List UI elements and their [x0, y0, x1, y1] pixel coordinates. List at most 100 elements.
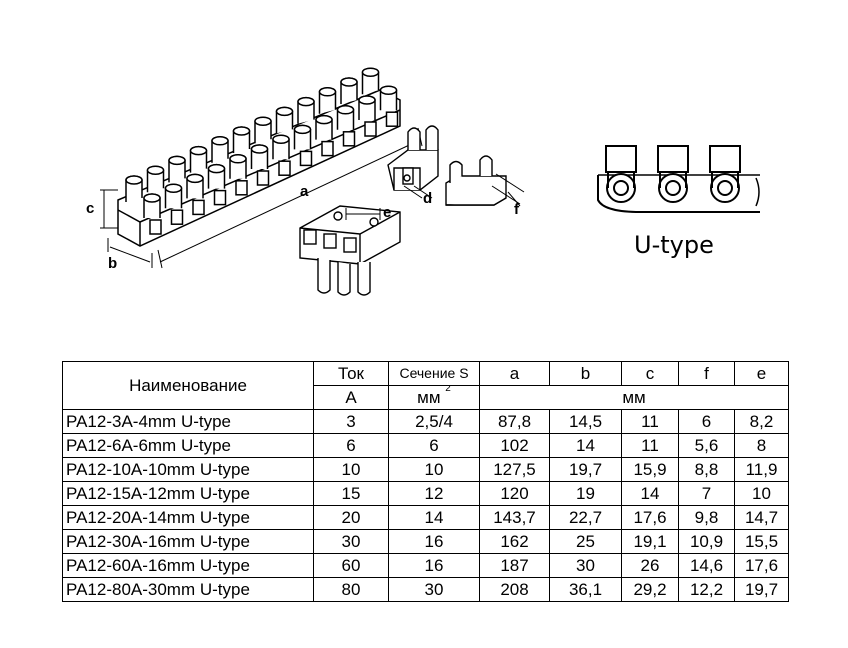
- clamp-window: [299, 150, 313, 167]
- table-units-row: А мм 2 мм: [63, 385, 789, 410]
- clamp-tube-top: [143, 193, 161, 203]
- clamp-tube-top: [293, 124, 312, 135]
- clamp-tube-back-top: [254, 116, 272, 126]
- clamp-tube-top: [207, 163, 226, 174]
- clamp-tube-back-top: [340, 77, 358, 87]
- cell-c: 14: [621, 481, 679, 506]
- clamp-window: [256, 170, 270, 186]
- clamp-window: [342, 131, 356, 147]
- cell-c: 26: [621, 553, 679, 578]
- unit-current: А: [313, 385, 389, 410]
- header-current: Ток: [313, 361, 389, 386]
- cell-e: 15,5: [734, 529, 789, 554]
- clamp-window: [170, 209, 184, 225]
- dim-label-d: d: [423, 190, 432, 207]
- cell-a: 187: [479, 553, 550, 578]
- clamp-tube-back-top: [189, 145, 208, 156]
- cell-name: PA12-10A-10mm U-type: [62, 457, 314, 482]
- cell-f: 8,8: [678, 457, 735, 482]
- header-section: Сечение S: [388, 361, 480, 386]
- u-type-detail-illustration: [597, 145, 760, 213]
- header-e: e: [734, 361, 789, 386]
- header-a: a: [479, 361, 550, 386]
- clamp-tube-back-top: [168, 155, 186, 166]
- cell-e: 17,6: [734, 553, 789, 578]
- cell-a: 102: [479, 433, 550, 458]
- unit-section: мм 2: [388, 385, 480, 410]
- clamp-window: [192, 199, 205, 216]
- unit-section-superscript: 2: [445, 385, 451, 394]
- clamp-tube-top: [186, 173, 204, 184]
- cell-e: 19,7: [734, 577, 789, 602]
- dim-label-a: a: [300, 183, 309, 200]
- header-f: f: [678, 361, 735, 386]
- clamp-tube-back-top: [275, 106, 294, 117]
- header-b: b: [549, 361, 622, 386]
- cell-e: 14,7: [734, 505, 789, 530]
- cell-e: 8,2: [734, 409, 789, 434]
- cell-a: 87,8: [479, 409, 550, 434]
- unit-section-text: мм: [417, 388, 441, 407]
- cell-current: 15: [313, 481, 389, 506]
- cell-name: PA12-15A-12mm U-type: [62, 481, 314, 506]
- cell-b: 19,7: [549, 457, 622, 482]
- cell-a: 208: [479, 577, 550, 602]
- cell-current: 10: [313, 457, 389, 482]
- dimension-f: [491, 173, 525, 207]
- clamp-window: [364, 121, 377, 137]
- dimension-letters: c b a d e f: [86, 183, 520, 272]
- cell-b: 14,5: [549, 409, 622, 434]
- clamp-tube-top: [336, 105, 355, 115]
- cell-current: 80: [313, 577, 389, 602]
- u-type-label: U-type: [634, 231, 714, 259]
- cell-b: 14: [549, 433, 622, 458]
- header-name: Наименование: [62, 361, 314, 410]
- cell-c: 29,2: [621, 577, 679, 602]
- cell-e: 8: [734, 433, 789, 458]
- cell-name: PA12-60A-16mm U-type: [62, 553, 314, 578]
- clamp-tube-back-top: [211, 136, 229, 146]
- clamp-tube-top: [315, 114, 333, 125]
- table-header-row: Наименование Ток Сечение S a b c f e: [62, 361, 789, 410]
- three-way-block-illustration: [299, 205, 401, 296]
- cell-section: 6: [388, 433, 480, 458]
- cell-b: 22,7: [549, 505, 622, 530]
- dim-label-f: f: [514, 201, 520, 218]
- cell-f: 10,9: [678, 529, 735, 554]
- cell-section: 16: [388, 553, 480, 578]
- cell-a: 120: [479, 481, 550, 506]
- cell-name: PA12-80A-30mm U-type: [62, 577, 314, 602]
- dimension-e: [345, 208, 381, 220]
- cell-current: 60: [313, 553, 389, 578]
- cell-c: 11: [621, 433, 679, 458]
- cell-f: 9,8: [678, 505, 735, 530]
- single-clamp-illustration: [387, 125, 439, 191]
- dimension-d: [403, 185, 433, 199]
- dim-label-c: c: [86, 200, 94, 217]
- cell-current: 6: [313, 433, 389, 458]
- clamp-tube-back-top: [318, 87, 337, 97]
- cell-name: PA12-20A-14mm U-type: [62, 505, 314, 530]
- clamp-window: [278, 160, 291, 176]
- dim-label-e: e: [383, 204, 391, 221]
- cell-section: 14: [388, 505, 480, 530]
- cell-name: PA12-6A-6mm U-type: [62, 433, 314, 458]
- clamp-tube-top: [250, 144, 269, 154]
- cell-b: 25: [549, 529, 622, 554]
- cell-current: 3: [313, 409, 389, 434]
- cell-f: 6: [678, 409, 735, 434]
- cell-c: 15,9: [621, 457, 679, 482]
- cell-current: 30: [313, 529, 389, 554]
- clamp-window: [385, 111, 399, 127]
- clamp-tube-back-top: [361, 67, 380, 77]
- clamp-window: [321, 140, 334, 157]
- cell-e: 10: [734, 481, 789, 506]
- clamp-tube-top: [358, 95, 376, 105]
- specification-table: Наименование Ток Сечение S a b c f e А м…: [62, 361, 789, 602]
